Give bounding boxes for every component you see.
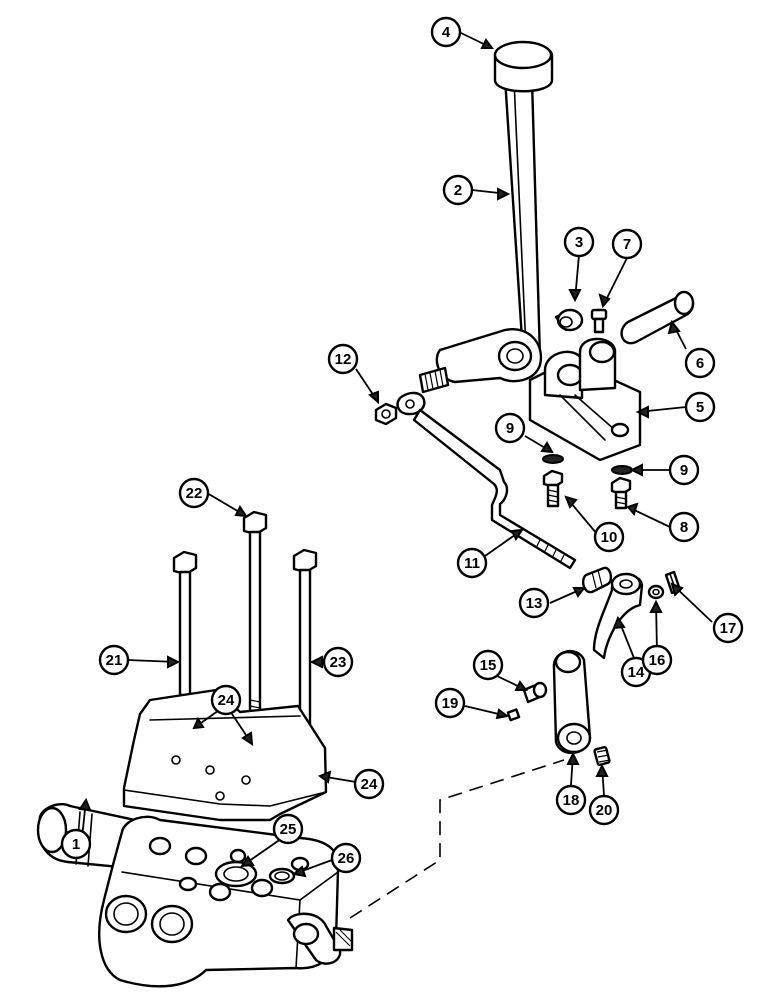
svg-text:18: 18 xyxy=(563,792,580,809)
set-screw xyxy=(593,745,611,767)
callout-7: 7 xyxy=(611,228,643,260)
svg-text:11: 11 xyxy=(464,555,480,572)
arrowheads xyxy=(78,38,684,878)
lever-knob xyxy=(493,40,554,93)
svg-text:15: 15 xyxy=(480,657,497,674)
svg-text:14: 14 xyxy=(628,664,645,681)
callout-23: 23 xyxy=(322,646,354,678)
svg-text:25: 25 xyxy=(280,821,297,838)
small-washer xyxy=(647,584,665,600)
svg-text:22: 22 xyxy=(186,485,203,502)
svg-text:6: 6 xyxy=(696,355,704,372)
swivel-block xyxy=(552,649,592,754)
callout-10: 10 xyxy=(593,521,625,553)
svg-text:19: 19 xyxy=(442,695,459,712)
pivot-pin xyxy=(620,290,695,345)
lever-bracket xyxy=(528,337,642,462)
svg-text:21: 21 xyxy=(106,652,123,669)
callout-15: 15 xyxy=(472,649,504,681)
svg-text:23: 23 xyxy=(330,654,347,671)
valve-body xyxy=(36,803,354,988)
callout-18: 18 xyxy=(555,784,587,816)
callout-8: 8 xyxy=(668,511,700,543)
svg-text:10: 10 xyxy=(601,529,618,546)
svg-text:17: 17 xyxy=(720,620,737,637)
small-key xyxy=(506,708,521,722)
bolt-left xyxy=(542,469,564,508)
pin xyxy=(522,681,548,704)
callout-12: 12 xyxy=(327,343,359,375)
callout-13: 13 xyxy=(518,587,550,619)
control-rod xyxy=(396,391,577,570)
callout-5: 5 xyxy=(684,391,716,423)
svg-text:9: 9 xyxy=(680,462,688,479)
callout-6: 6 xyxy=(684,347,716,379)
callout-11: 11 xyxy=(456,547,488,579)
callout-9-left: 9 xyxy=(494,412,526,444)
svg-text:4: 4 xyxy=(442,24,451,41)
callout-2: 2 xyxy=(442,174,474,206)
callout-3: 3 xyxy=(563,226,595,258)
o-ring-small xyxy=(268,867,296,885)
bushing xyxy=(554,308,584,332)
svg-text:20: 20 xyxy=(596,802,613,819)
svg-text:2: 2 xyxy=(454,182,462,199)
svg-text:5: 5 xyxy=(696,399,704,416)
o-ring-large xyxy=(214,860,258,888)
control-lever xyxy=(418,76,543,394)
tie-bolt-22 xyxy=(242,510,268,726)
svg-text:8: 8 xyxy=(680,519,688,536)
callout-25: 25 xyxy=(272,813,304,845)
callout-24-right: 24 xyxy=(353,768,385,800)
svg-text:13: 13 xyxy=(526,595,543,612)
callout-24-upper: 24 xyxy=(210,684,242,716)
svg-text:16: 16 xyxy=(649,652,666,669)
callout-21: 21 xyxy=(98,644,130,676)
callout-26: 26 xyxy=(330,842,362,874)
tie-bolt-21 xyxy=(172,550,198,720)
callout-1: 1 xyxy=(60,828,92,860)
callout-20: 20 xyxy=(588,794,620,826)
alignment-line xyxy=(349,759,565,919)
svg-text:9: 9 xyxy=(506,420,514,437)
svg-text:3: 3 xyxy=(575,234,583,251)
washer-left xyxy=(542,454,564,464)
callout-22: 22 xyxy=(178,477,210,509)
svg-text:1: 1 xyxy=(72,836,80,853)
washer-right xyxy=(611,465,633,475)
coupler-nut xyxy=(581,566,613,594)
svg-text:24: 24 xyxy=(361,776,378,793)
callout-4: 4 xyxy=(430,16,462,48)
nut xyxy=(374,402,398,426)
bolt-right xyxy=(610,476,632,510)
callout-16: 16 xyxy=(641,644,673,676)
svg-text:7: 7 xyxy=(623,236,631,253)
small-screw xyxy=(590,308,608,334)
callout-19: 19 xyxy=(434,687,466,719)
svg-text:26: 26 xyxy=(338,850,355,867)
svg-text:12: 12 xyxy=(335,351,352,368)
svg-text:24: 24 xyxy=(218,692,235,709)
callout-17: 17 xyxy=(712,612,744,644)
callout-9-right: 9 xyxy=(668,454,700,486)
